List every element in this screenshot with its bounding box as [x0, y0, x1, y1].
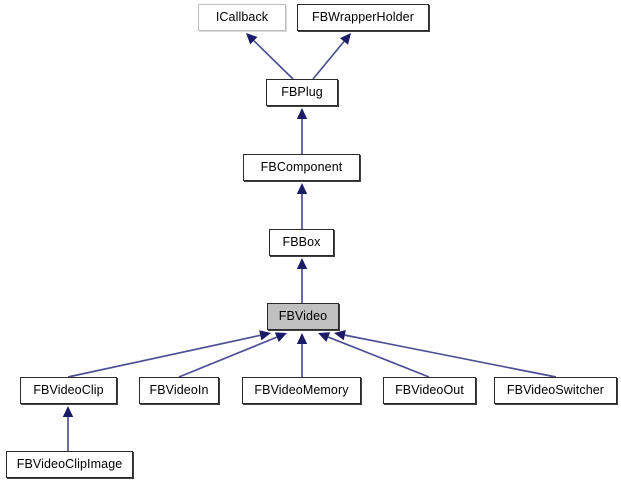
class-node-label: FBBox [282, 235, 321, 250]
class-node-fbvideoswitcher[interactable]: FBVideoSwitcher [494, 377, 617, 404]
class-node-fbvideoclip[interactable]: FBVideoClip [20, 377, 117, 404]
class-node-label: FBPlug [281, 85, 323, 100]
class-node-icallback[interactable]: ICallback [198, 4, 286, 31]
class-node-label: FBVideoIn [149, 383, 209, 398]
edge-arrowhead [334, 330, 346, 341]
class-node-fbvideomemory[interactable]: FBVideoMemory [242, 377, 361, 404]
class-node-label: FBVideoClipImage [16, 457, 123, 472]
class-node-fbbox[interactable]: FBBox [269, 229, 334, 256]
class-node-label: FBVideoSwitcher [506, 383, 605, 398]
class-node-fbvideo[interactable]: FBVideo [267, 303, 339, 330]
edge-line [178, 336, 278, 378]
class-node-fbwrapperholder[interactable]: FBWrapperHolder [297, 4, 429, 31]
edge-arrowhead [62, 406, 74, 417]
class-node-label: ICallback [215, 10, 269, 25]
class-node-label: FBVideoOut [395, 383, 464, 398]
edge-line [67, 334, 261, 378]
class-node-fbcomponent[interactable]: FBComponent [243, 154, 360, 181]
class-node-label: FBVideo [278, 309, 328, 324]
edge-arrowhead [296, 258, 308, 269]
edge-arrowhead [339, 33, 351, 45]
class-node-label: FBWrapperHolder [311, 10, 414, 25]
edge-arrowhead [274, 332, 287, 342]
edge-line [327, 336, 430, 378]
class-node-fbvideoclipimage[interactable]: FBVideoClipImage [6, 451, 133, 478]
edge-arrowhead [318, 332, 331, 342]
edge-arrowhead [296, 183, 308, 194]
edge-arrowhead [296, 333, 308, 344]
class-node-fbplug[interactable]: FBPlug [266, 79, 338, 106]
class-node-label: FBComponent [260, 160, 343, 175]
edge-line [344, 334, 557, 378]
edge-arrowhead [296, 108, 308, 119]
class-node-label: FBVideoMemory [254, 383, 349, 398]
edge-arrowhead [246, 33, 258, 45]
class-node-fbvideoout[interactable]: FBVideoOut [383, 377, 476, 404]
class-node-fbvideoin[interactable]: FBVideoIn [139, 377, 219, 404]
edge-arrowhead [259, 330, 271, 341]
class-node-label: FBVideoClip [33, 383, 104, 398]
edge-line [312, 40, 345, 80]
edge-line [253, 40, 294, 80]
